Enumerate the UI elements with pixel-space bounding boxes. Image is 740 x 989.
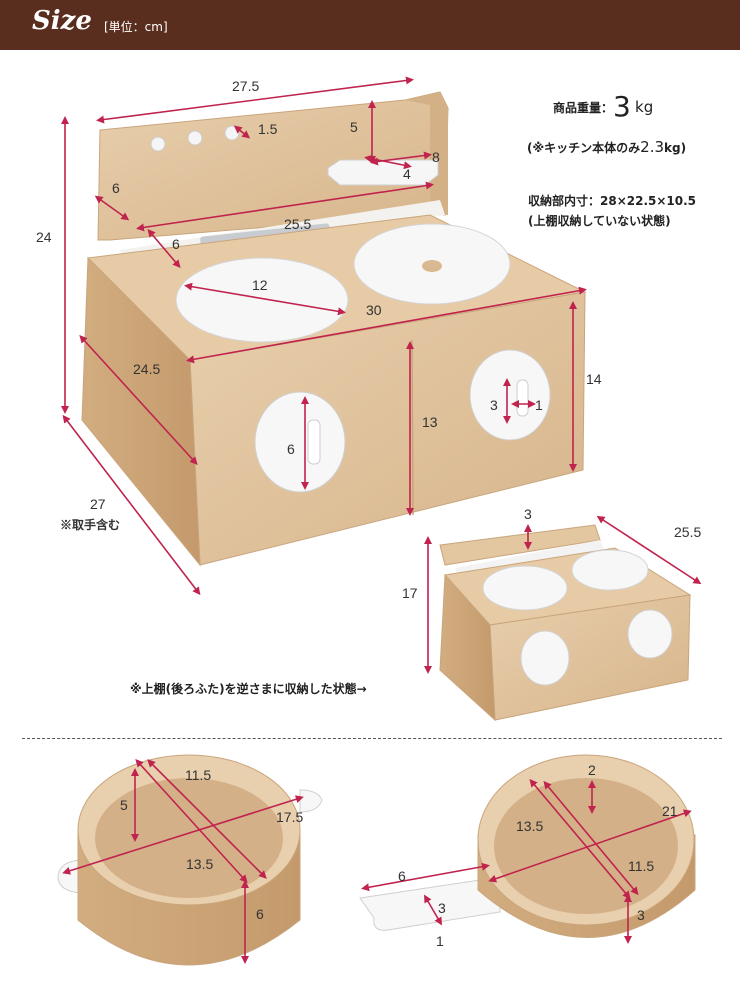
weight-label: 商品重量：: [553, 101, 614, 115]
dim-pan-handle-w: 3: [438, 900, 446, 916]
stored-caption: ※上棚(後ろふた)を逆さまに収納した状態→: [130, 682, 367, 696]
dim-total-depth: 27: [90, 496, 106, 512]
dim-pot-height: 6: [256, 906, 264, 922]
header-bar: Size [単位：cm]: [0, 0, 740, 50]
dim-pot-outer-diag: 13.5: [186, 856, 214, 872]
dim-pan-diag-b: 11.5: [628, 858, 655, 874]
body-weight-prefix: (※キッチン本体のみ: [527, 141, 641, 155]
dim-shelf-height: 5: [350, 119, 358, 135]
section-divider: [22, 738, 722, 739]
body-weight-suffix: kg): [664, 141, 687, 155]
weight-line: 商品重量：3 kg: [553, 90, 653, 123]
dim-side-depth: 24.5: [133, 361, 161, 377]
dim-shelf-depth: 4: [403, 166, 411, 182]
dim-total-height: 24: [36, 229, 52, 245]
dim-pan-total: 21: [662, 803, 678, 819]
dim-stored-depth: 25.5: [674, 524, 702, 540]
dim-shelf-width: 8: [432, 149, 440, 165]
dim-door-height: 13: [422, 414, 438, 430]
unit-label: [単位：cm]: [104, 20, 168, 34]
dim-pan-rim: 2: [588, 762, 596, 778]
dim-back-thickness: 6: [112, 180, 120, 196]
dim-knob-small-h: 3: [490, 397, 498, 413]
kitchen-main: [81, 91, 587, 567]
dim-pot-handle-span: 17.5: [276, 809, 304, 825]
weight-unit: kg: [635, 98, 654, 116]
kitchen-stored: [439, 524, 692, 722]
dim-body-height: 14: [586, 371, 602, 387]
dim-pot-inner-diag: 11.5: [185, 767, 212, 783]
storage-line-1: 収納部内寸：28×22.5×10.5: [528, 194, 697, 208]
dim-knob-small-w: 1: [535, 397, 543, 413]
dim-stored-height: 17: [402, 585, 418, 601]
dim-stored-top: 3: [524, 506, 532, 522]
dim-width-top: 27.5: [232, 78, 260, 94]
dim-pan-handle-t: 1: [436, 933, 444, 949]
dim-inner-width: 25.5: [284, 216, 312, 232]
body-weight-value: 2.3: [640, 138, 665, 156]
weight-value: 3: [613, 90, 631, 123]
dim-pan-height: 3: [637, 907, 645, 923]
dim-pan-diag-a: 13.5: [516, 818, 544, 834]
dim-knob-big: 6: [287, 441, 295, 457]
dimension-lines: [61, 76, 702, 964]
dim-burner: 12: [252, 277, 268, 293]
dim-pot-depth: 5: [120, 797, 128, 813]
dim-hook: 1.5: [258, 121, 278, 137]
storage-line-2: (上棚収納していない状態): [528, 214, 671, 228]
dim-counter-width: 30: [366, 302, 382, 318]
dim-depth-note: ※取手含む: [60, 518, 121, 532]
dim-inner-depth: 6: [172, 236, 180, 252]
dim-pan-handle-len: 6: [398, 868, 406, 884]
body-weight-line: (※キッチン本体のみ2.3kg): [527, 138, 686, 156]
size-logo: Size: [32, 6, 92, 36]
